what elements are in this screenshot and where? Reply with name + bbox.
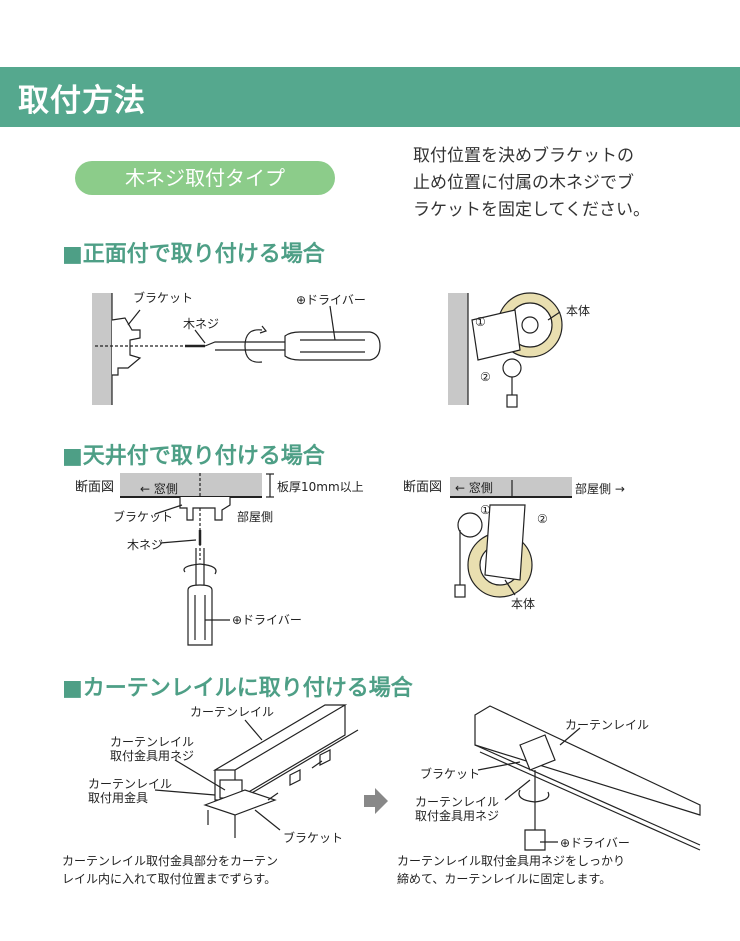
header-band: [0, 67, 740, 127]
label-bracket: ブラケット: [133, 291, 194, 305]
label-line: 取付用金具: [88, 791, 149, 805]
label-step-1: ①: [475, 315, 486, 329]
label-window-side: ← 窓側: [455, 481, 493, 495]
label-rail: カーテンレイル: [565, 718, 650, 732]
label-step-1: ①: [480, 503, 491, 517]
label-section-view: 断面図: [75, 480, 115, 495]
label-window-side: ← 窓側: [140, 482, 178, 496]
caption-line: 締めて、カーテンレイルに固定します。: [397, 872, 612, 886]
label-wood-screw: 木ネジ: [183, 317, 220, 331]
label-line: カーテンレイル: [110, 735, 195, 749]
label-rail-screw: カーテンレイル 取付金具用ネジ: [415, 795, 499, 823]
ceiling-mount-result-diagram: [450, 477, 572, 598]
label-driver: ⊕ドライバー: [560, 836, 630, 850]
label-step-2: ②: [537, 512, 548, 526]
label-room-side: 部屋側 →: [575, 482, 625, 496]
intro-line: 止め位置に付属の木ネジでブ: [413, 173, 634, 193]
section-heading-ceiling: ■天井付で取り付ける場合: [62, 444, 325, 469]
intro-line: ラケットを固定してください。: [413, 200, 650, 220]
caption-line: レイル内に入れて取付位置までずらす。: [62, 872, 277, 886]
label-section-view: 断面図: [403, 480, 443, 495]
label-bracket: ブラケット: [283, 831, 344, 845]
rail-fix-diagram: [474, 705, 701, 851]
label-driver: ⊕ドライバー: [232, 613, 302, 627]
right-caption: カーテンレイル取付金具用ネジをしっかり 締めて、カーテンレイルに固定します。: [397, 852, 625, 888]
page-title: 取付方法: [18, 83, 146, 119]
left-caption: カーテンレイル取付金具部分をカーテン レイル内に入れて取付位置までずらす。: [62, 852, 278, 888]
label-rail: カーテンレイル: [190, 705, 275, 719]
label-bracket: ブラケット: [113, 510, 174, 524]
label-bracket: ブラケット: [420, 767, 481, 781]
intro-line: 取付位置を決めブラケットの: [413, 146, 634, 166]
next-step-arrow-icon: [364, 788, 388, 814]
label-line: カーテンレイル: [88, 777, 173, 791]
label-body: 本体: [566, 304, 591, 318]
ceiling-mount-diagram: [120, 473, 274, 646]
section-heading-front: ■正面付で取り付ける場合: [62, 242, 325, 267]
caption-line: カーテンレイル取付金具部分をカーテン: [62, 854, 279, 868]
caption-line: カーテンレイル取付金具用ネジをしっかり: [397, 854, 626, 868]
section-heading-rail: ■カーテンレイルに取り付ける場合: [62, 676, 413, 701]
label-thickness: 板厚10mm以上: [277, 480, 364, 494]
label-line: 取付金具用ネジ: [415, 809, 500, 823]
label-line: 取付金具用ネジ: [110, 749, 195, 763]
rail-insert-diagram: [154, 704, 359, 838]
label-wood-screw: 木ネジ: [127, 538, 164, 552]
label-step-2: ②: [480, 370, 491, 384]
front-mount-diagram: [92, 293, 381, 405]
label-driver: ⊕ドライバー: [296, 293, 366, 307]
front-mount-result-diagram: [448, 292, 563, 408]
intro-text: 取付位置を決めブラケットの 止め位置に付属の木ネジでブ ラケットを固定してくださ…: [413, 143, 650, 224]
label-rail-screw: カーテンレイル 取付金具用ネジ: [110, 735, 194, 763]
label-room-side: 部屋側: [237, 510, 274, 524]
label-line: カーテンレイル: [415, 795, 500, 809]
label-body: 本体: [511, 597, 536, 611]
label-rail-fitting: カーテンレイル 取付用金具: [88, 777, 172, 805]
type-badge: 木ネジ取付タイプ: [75, 161, 335, 195]
